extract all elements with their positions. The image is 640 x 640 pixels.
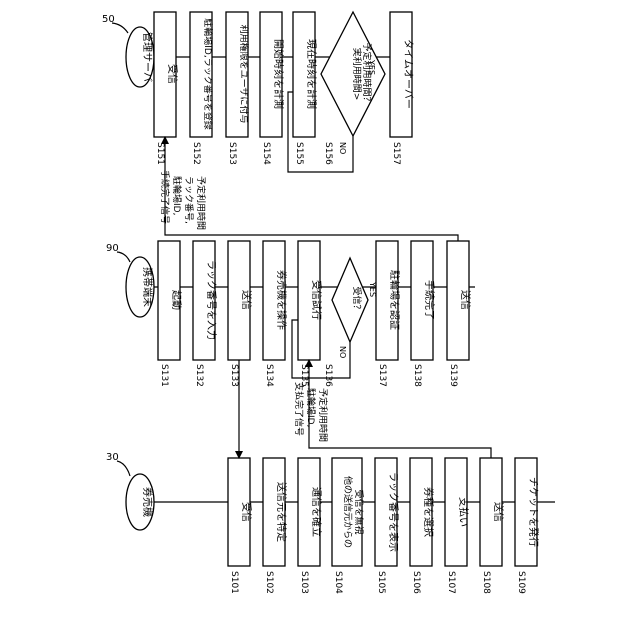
server-text-s151: 受信 bbox=[166, 64, 178, 84]
server-step-s152: S152 bbox=[191, 142, 201, 165]
machine-text-s103: 通信を確立 bbox=[310, 487, 323, 537]
server-step-s157: S157 bbox=[391, 142, 401, 165]
terminal-actor-ref: 90 bbox=[106, 243, 119, 254]
terminal-step-s139: S139 bbox=[448, 364, 458, 387]
terminal-text-s134: 券売機を操作 bbox=[275, 270, 288, 330]
terminal-decision-s136 bbox=[332, 258, 368, 342]
terminal-text-s132: ラック番号を入力 bbox=[205, 260, 218, 340]
server-text-s153: 利用権限をユーザに付与 bbox=[238, 25, 250, 124]
machine-text-s109: チケットを発行 bbox=[527, 477, 540, 547]
terminal-step-s137: S137 bbox=[377, 364, 387, 387]
machine-text-s102: 送信元を特定 bbox=[275, 482, 288, 542]
terminal-text-s133: 送信 bbox=[240, 290, 253, 310]
terminal-text-s138: 手続完了 bbox=[423, 280, 436, 320]
server-step-s155: S155 bbox=[294, 142, 304, 165]
server-actor-label: 管理サーバ bbox=[141, 32, 154, 82]
machine-step-s108: S108 bbox=[481, 571, 491, 594]
terminal-step-s134: S134 bbox=[264, 364, 274, 387]
machine-text-s104-line1: 他の送信元からの bbox=[342, 476, 354, 548]
terminal-step-s136: S136 bbox=[323, 364, 333, 387]
terminal-step-s132: S132 bbox=[194, 364, 204, 387]
server-text-s152: 駐輪場ID,ラック番号を登録 bbox=[202, 18, 214, 129]
machine-text-s106: 券種を選択 bbox=[422, 487, 435, 537]
terminal-step-s138: S138 bbox=[412, 364, 422, 387]
signal-to-terminal-line2: 駐輪場ID, bbox=[305, 388, 317, 427]
server-text-s157: タイムオーバー bbox=[402, 39, 414, 109]
machine-step-s103: S103 bbox=[299, 571, 309, 594]
server-step-s154: S154 bbox=[261, 142, 271, 165]
signal-label-to-server: 手続完了信号 駐輪場ID, ラック番号, 予定利用時間 bbox=[159, 170, 207, 230]
signal-to-server-line2: 駐輪場ID, bbox=[171, 176, 183, 215]
machine-actor-label: 券売機 bbox=[141, 487, 154, 517]
machine-step-s105: S105 bbox=[376, 571, 386, 594]
signal-to-server-line1: 手続完了信号 bbox=[159, 170, 171, 224]
terminal-column: 携帯端末 90 起動 S131 ラック番号を入力 S132 送信 S133 券売… bbox=[106, 241, 475, 387]
arrow-terminal-to-server bbox=[165, 137, 458, 241]
machine-text-s108: 送信 bbox=[492, 502, 505, 522]
signal-to-server-line4: 予定利用時間 bbox=[195, 176, 207, 230]
terminal-decision-text: 受信？ bbox=[351, 286, 363, 313]
signal-to-terminal-line3: 予定利用時間 bbox=[317, 388, 329, 442]
terminal-step-s133: S133 bbox=[229, 364, 239, 387]
signal-label-to-terminal: 支払完了信号 駐輪場ID, 予定利用時間 bbox=[293, 382, 329, 442]
machine-step-s107: S107 bbox=[446, 571, 456, 594]
server-text-s155: 現在時刻を計測 bbox=[305, 39, 318, 109]
server-decision-yes: YES bbox=[367, 59, 376, 75]
machine-step-s109: S109 bbox=[516, 571, 526, 594]
terminal-step-s131: S131 bbox=[159, 364, 169, 387]
signal-to-server-line3: ラック番号, bbox=[183, 176, 195, 224]
arrow-machine-to-terminal bbox=[309, 360, 491, 458]
machine-text-s105: ラック番号を表示 bbox=[387, 472, 400, 552]
machine-column: 券売機 30 受信 S101 送信元を特定 S102 通信を確立 S103 他の… bbox=[106, 452, 555, 594]
machine-actor-ref: 30 bbox=[106, 452, 119, 463]
server-column: 管理サーバ 50 受信 S151 駐輪場ID,ラック番号を登録 S152 利用権… bbox=[102, 12, 414, 172]
machine-step-s104: S104 bbox=[333, 571, 343, 594]
machine-step-s101: S101 bbox=[229, 571, 239, 594]
machine-step-s106: S106 bbox=[411, 571, 421, 594]
server-decision-no: NO bbox=[338, 142, 347, 154]
terminal-text-s131: 起動 bbox=[170, 290, 183, 310]
server-step-s153: S153 bbox=[227, 142, 237, 165]
machine-step-s102: S102 bbox=[264, 571, 274, 594]
terminal-text-s137: 駐輪場を認証 bbox=[388, 270, 401, 330]
server-text-s154: 開始時刻を計測 bbox=[272, 39, 285, 109]
terminal-actor-label: 携帯端末 bbox=[141, 267, 154, 307]
signal-to-terminal-line1: 支払完了信号 bbox=[293, 382, 305, 436]
machine-text-s101: 受信 bbox=[240, 502, 252, 522]
terminal-text-s135: 受信試行 bbox=[310, 280, 323, 320]
terminal-decision-no: NO bbox=[338, 346, 347, 358]
terminal-ref-leader bbox=[117, 252, 130, 262]
server-step-s151: S151 bbox=[155, 142, 165, 165]
server-step-s156: S156 bbox=[323, 142, 333, 165]
machine-ref-leader bbox=[117, 461, 130, 476]
terminal-text-s139: 送信 bbox=[459, 290, 472, 310]
machine-text-s107: 支払い bbox=[457, 497, 470, 527]
machine-text-s104-line2: 受信を無視 bbox=[353, 489, 365, 534]
